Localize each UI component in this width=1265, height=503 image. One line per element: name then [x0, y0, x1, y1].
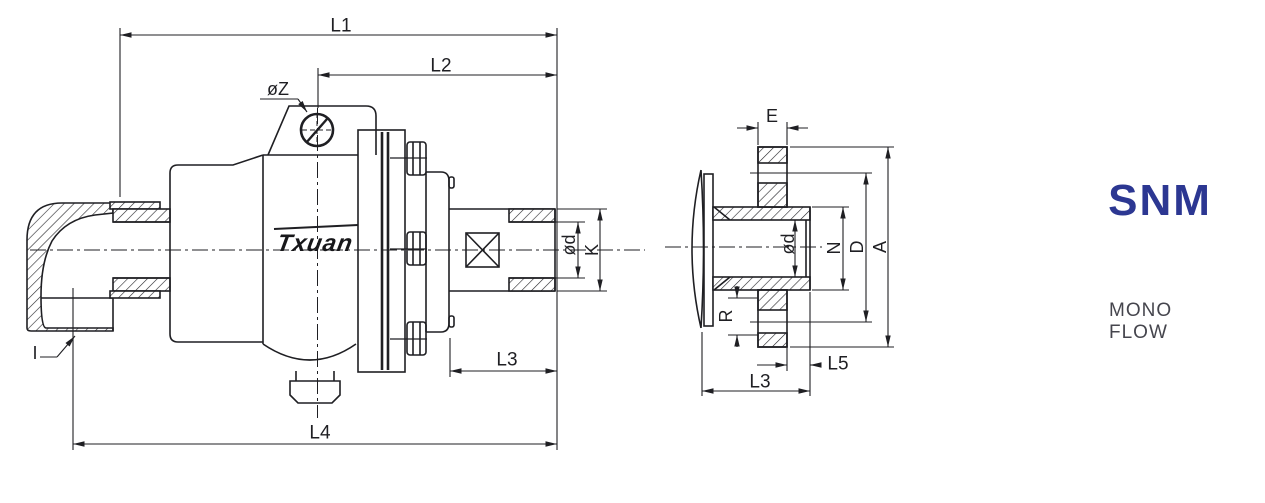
dim-label-phi-d-left: ød — [559, 234, 579, 256]
dim-label-a: A — [870, 240, 890, 254]
dim-label-l3-left: L3 — [496, 349, 518, 371]
dim-label-l5: L5 — [827, 353, 849, 375]
dim-label-k: K — [582, 243, 602, 257]
dim-label-l1: L1 — [330, 15, 352, 37]
dim-label-e: E — [765, 106, 779, 126]
dim-label-phi-d-right: ød — [778, 233, 798, 255]
dim-label-dd: D — [847, 240, 867, 254]
dim-label-l3-right: L3 — [749, 371, 771, 393]
model-title: SNM — [1108, 176, 1212, 225]
dim-label-n: N — [824, 241, 844, 255]
dim-label-l2: L2 — [430, 55, 452, 77]
model-subtitle: MONO FLOW — [1109, 300, 1173, 343]
dim-label-phi-z: øZ — [267, 79, 289, 99]
dim-label-inlet: I — [32, 343, 38, 363]
dim-label-l4: L4 — [309, 422, 331, 444]
brand-logo: Txuan — [274, 230, 356, 257]
dim-label-r: R — [716, 309, 736, 323]
